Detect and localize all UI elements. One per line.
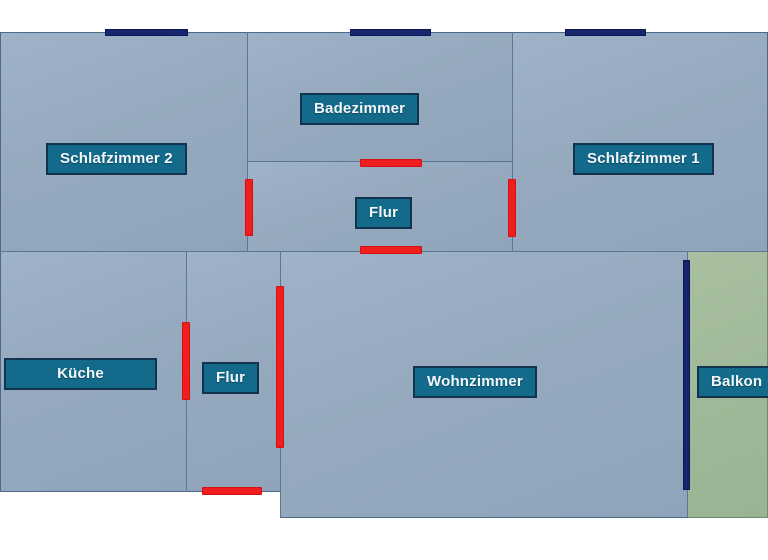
room-label-badezimmer: Badezimmer: [300, 93, 420, 125]
tuer-schlafzimmer-2-icon: [245, 179, 253, 236]
room-label-flur-oben: Flur: [355, 197, 413, 229]
room-area-schlafzimmer-1: [512, 32, 768, 252]
fenster-schlafzimmer-2-icon: [105, 29, 188, 36]
balkontuer-icon: [683, 260, 690, 490]
room-label-balkon: Balkon: [697, 366, 768, 398]
tuer-eingang-icon: [202, 487, 262, 495]
room-label-kueche: Küche: [4, 358, 157, 390]
room-label-flur-unten: Flur: [202, 362, 260, 394]
room-area-schlafzimmer-2: [0, 32, 248, 252]
tuer-badezimmer-icon: [360, 159, 422, 167]
room-label-wohnzimmer: Wohnzimmer: [413, 366, 537, 398]
fenster-badezimmer-icon: [350, 29, 431, 36]
room-label-schlafzimmer-1: Schlafzimmer 1: [573, 143, 714, 175]
tuer-schlafzimmer-1-icon: [508, 179, 516, 237]
fenster-schlafzimmer-1-icon: [565, 29, 646, 36]
tuer-wohnzimmer-icon: [276, 286, 284, 448]
room-label-schlafzimmer-2: Schlafzimmer 2: [46, 143, 187, 175]
tuer-kueche-icon: [182, 322, 190, 400]
wall-schlafzimmer2-bad: [247, 32, 248, 252]
wall-flur-schlafzimmer1: [512, 32, 513, 252]
tuer-flur-oben-unten-icon: [360, 246, 422, 254]
